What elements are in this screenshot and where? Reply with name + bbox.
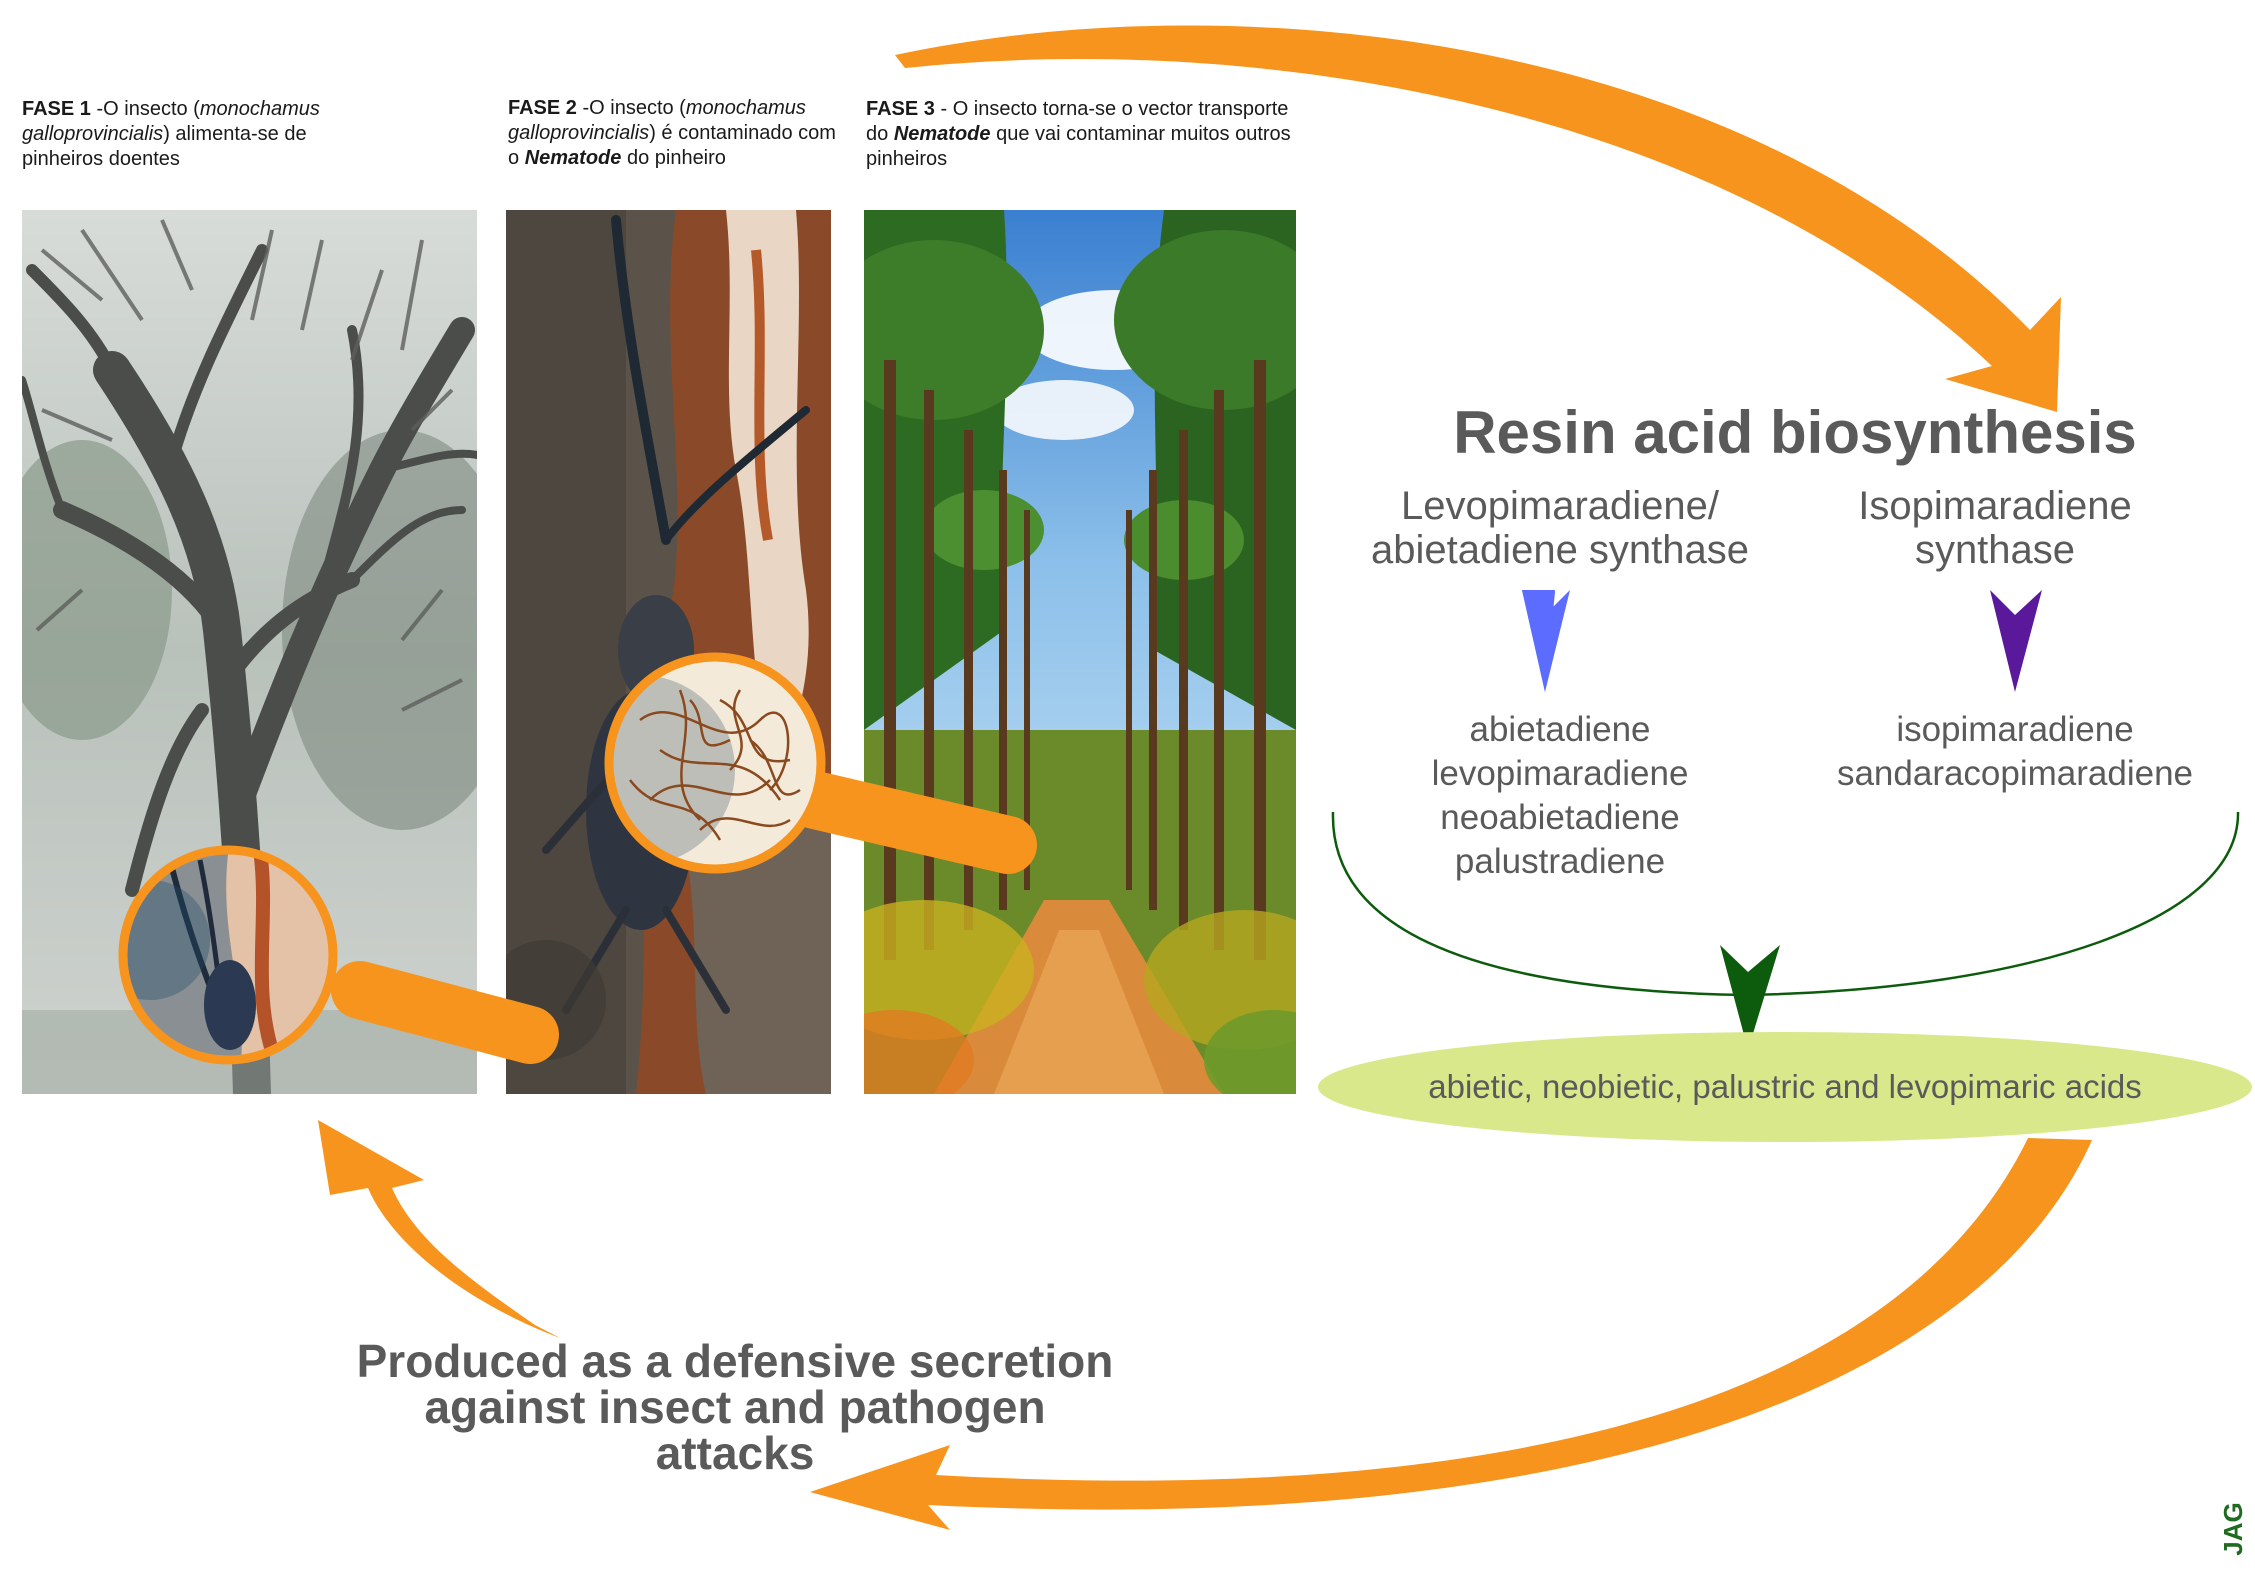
- phase-3-text-a: - O insecto torna-se o vector transporte…: [866, 98, 1289, 145]
- product-levopimaradiene: levopimaradiene: [1431, 754, 1689, 793]
- acid-products: abietic, neobietic, palustric and levopi…: [1428, 1068, 2142, 1105]
- diseased-pine-photo: [22, 210, 477, 1094]
- cycle-arrow-top: [895, 25, 2061, 413]
- products-right: isopimaradiene sandaracopimaradiene: [1815, 708, 2215, 796]
- phase-2-text-a: -O insecto (: [576, 97, 686, 119]
- biosynthesis-title: Resin acid biosynthesis: [1453, 399, 2137, 466]
- phase-3-label: FASE 3: [866, 98, 935, 120]
- product-isopimaradiene: isopimaradiene: [1896, 710, 2134, 749]
- magnifier-2-ring: [604, 652, 826, 874]
- phase-1-label: FASE 1: [22, 98, 91, 120]
- cycle-arrow-left: [318, 1120, 560, 1338]
- magnifier-2-lens: [609, 657, 821, 869]
- enzyme-left-line-2: abietadiene synthase: [1370, 528, 1750, 572]
- phase-3-text-b: que vai contaminar muitos outros pinheir…: [866, 123, 1291, 170]
- enzyme-left: Levopimaradiene/ abietadiene synthase: [1330, 484, 1790, 572]
- product-abietadiene: abietadiene: [1469, 710, 1651, 749]
- phase-1-text-a: -O insecto (: [90, 98, 200, 120]
- enzyme-right-line-2: synthase: [1914, 528, 2076, 572]
- beetle-on-bark-photo: [506, 210, 831, 1094]
- product-neoabietadiene: neoabietadiene: [1440, 798, 1680, 837]
- magnifier-1-lens: [123, 850, 333, 1060]
- product-palustradiene: palustradiene: [1454, 842, 1666, 881]
- phase-2-text-b: ) é contaminado com o: [508, 122, 836, 169]
- magnifier-2-handle: [786, 771, 1037, 874]
- defense-line-3: attacks: [655, 1427, 815, 1479]
- defense-line-1: Produced as a defensive secretion: [356, 1335, 1114, 1387]
- enzyme-left-line-1: Levopimaradiene/: [1401, 484, 1719, 528]
- phase-2-caption: FASE 2 -O insecto (monochamus galloprovi…: [508, 96, 848, 171]
- phase-2-label: FASE 2: [508, 97, 577, 119]
- defense-line-2: against insect and pathogen: [424, 1381, 1046, 1433]
- cycle-arrow-bottom: [810, 1138, 2092, 1530]
- arrow-isopimaradiene-head: [1990, 590, 2042, 692]
- phase-2-species: monochamus galloprovincialis: [508, 97, 806, 144]
- arrow-levopimaradiene-head: [1522, 590, 1570, 692]
- defense-text: Produced as a defensive secretion agains…: [295, 1338, 1175, 1476]
- magnifier-1-ring: [118, 845, 338, 1065]
- phase-1-species: monochamus galloprovincialis: [22, 98, 320, 145]
- pine-forest-photo: [864, 210, 1296, 1094]
- phase-3-caption: FASE 3 - O insecto torna-se o vector tra…: [866, 97, 1306, 172]
- magnifier-1-handle: [331, 961, 559, 1064]
- phase-3-nematode: Nematode: [893, 123, 991, 145]
- phase-2-text-c: do pinheiro: [621, 147, 726, 169]
- acid-ellipse: [1318, 1032, 2252, 1142]
- phase-1-text-b: ) alimenta-se de pinheiros doentes: [22, 123, 307, 170]
- enzyme-right: Isopimaradiene synthase: [1830, 484, 2160, 572]
- enzyme-right-line-1: Isopimaradiene: [1858, 484, 2132, 528]
- phase-1-caption: FASE 1 -O insecto (monochamus galloprovi…: [22, 97, 382, 172]
- product-sandaracopimaradiene: sandaracopimaradiene: [1836, 754, 2194, 793]
- products-left: abietadiene levopimaradiene neoabietadie…: [1380, 708, 1740, 884]
- author-signature: JAG: [2218, 1502, 2248, 1556]
- arrow-merge-head: [1720, 945, 1780, 1050]
- phase-2-nematode: Nematode: [524, 147, 622, 169]
